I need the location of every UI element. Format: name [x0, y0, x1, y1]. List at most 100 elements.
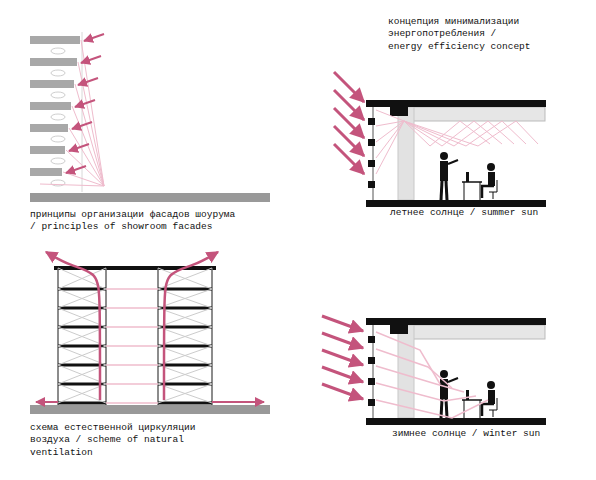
text-holder: летнее солнце / summer sun [390, 207, 590, 219]
air-flow [46, 252, 100, 400]
reflection-line [81, 40, 104, 186]
reflection-line [63, 172, 104, 186]
beam-block [390, 318, 408, 334]
person-arm [448, 160, 458, 164]
open-floor [106, 364, 158, 366]
car-outline [51, 158, 65, 164]
louver [368, 181, 375, 188]
floor-plate [30, 146, 65, 154]
sun-arrow [334, 90, 364, 120]
air-intake [212, 401, 264, 403]
floor-slab [158, 345, 212, 348]
louver [368, 336, 375, 343]
cross-brace [158, 308, 212, 327]
sun-arrow [334, 144, 364, 174]
sun-arrow [334, 126, 364, 156]
reflected-light [376, 121, 538, 174]
ceiling-panel [408, 107, 545, 121]
sun-arrow [72, 122, 92, 129]
sun-arrow [81, 56, 101, 63]
sun-arrow [322, 384, 363, 399]
cross-brace [158, 346, 212, 365]
car-outline [51, 114, 65, 120]
sun-arrow [66, 166, 86, 173]
floor-plate [30, 124, 68, 132]
text-holder: концепция минимализации энергопотреблени… [388, 16, 534, 53]
wall-panel [398, 325, 414, 418]
ground [30, 193, 270, 202]
chair [493, 410, 494, 417]
open-floor [106, 345, 158, 347]
sunlight-ray [376, 383, 476, 401]
person-head [440, 370, 448, 378]
person-leg [446, 181, 447, 200]
diagram-caption: схема естественной циркуляции воздуха / … [30, 422, 212, 459]
floor-slab [366, 418, 546, 425]
desk-leg [464, 400, 465, 418]
louver [368, 399, 375, 406]
floor-slab [366, 200, 546, 207]
person-body [440, 161, 448, 181]
air-intake [36, 401, 58, 403]
reflected-light [376, 121, 514, 146]
sun-arrow [334, 72, 364, 102]
reflection-line [75, 84, 104, 186]
person-arm [448, 378, 458, 382]
floor-slab [158, 364, 212, 367]
car-outline [51, 136, 65, 142]
sun-arrow [84, 34, 104, 41]
cross-brace [158, 327, 212, 346]
floor-plate [30, 36, 80, 44]
louver [368, 139, 375, 146]
monitor [466, 172, 469, 182]
chair [493, 192, 494, 199]
reflection-line [66, 150, 104, 186]
louver [368, 118, 375, 125]
sun-arrow [322, 316, 363, 331]
floor-plate [30, 102, 71, 110]
louver [368, 357, 375, 364]
person-leg [446, 399, 447, 418]
reflection-line [72, 106, 104, 186]
person-head [440, 152, 448, 160]
diagram-caption: принципы организации фасадов шоурума / p… [30, 209, 242, 234]
sun-arrow [322, 333, 363, 348]
diagram-caption: зимнее солнце / winter sun [392, 428, 592, 440]
sunlight-ray [376, 400, 488, 418]
floor-plate [30, 58, 77, 66]
louver [368, 378, 375, 385]
monitor [466, 390, 469, 400]
sun-arrow [78, 78, 98, 85]
car-outline [51, 70, 65, 76]
floor-plate [30, 168, 62, 176]
floor-slab [158, 383, 212, 386]
chair [489, 180, 497, 192]
cross-brace [158, 365, 212, 384]
cross-brace [158, 346, 212, 365]
sun-arrow [69, 144, 89, 151]
sun-arrow [322, 367, 363, 382]
cross-brace [158, 327, 212, 346]
reflection-line [69, 128, 104, 186]
car-outline [51, 48, 65, 54]
person-body [488, 172, 495, 186]
car-outline [51, 92, 65, 98]
open-floor [106, 307, 158, 309]
open-floor [106, 326, 158, 328]
floor-slab [158, 307, 212, 310]
cross-brace [158, 308, 212, 327]
reflected-light [376, 121, 526, 158]
ground [30, 405, 270, 414]
desk-leg [464, 182, 465, 200]
sunlight-ray [376, 349, 452, 388]
floor-slab [158, 402, 212, 405]
person-body [488, 390, 495, 404]
sunlight-ray [376, 366, 464, 392]
cross-brace [158, 384, 212, 403]
ceiling-panel [408, 325, 545, 339]
sun-arrow [322, 350, 363, 365]
desk [462, 181, 482, 183]
open-floor [106, 383, 158, 385]
